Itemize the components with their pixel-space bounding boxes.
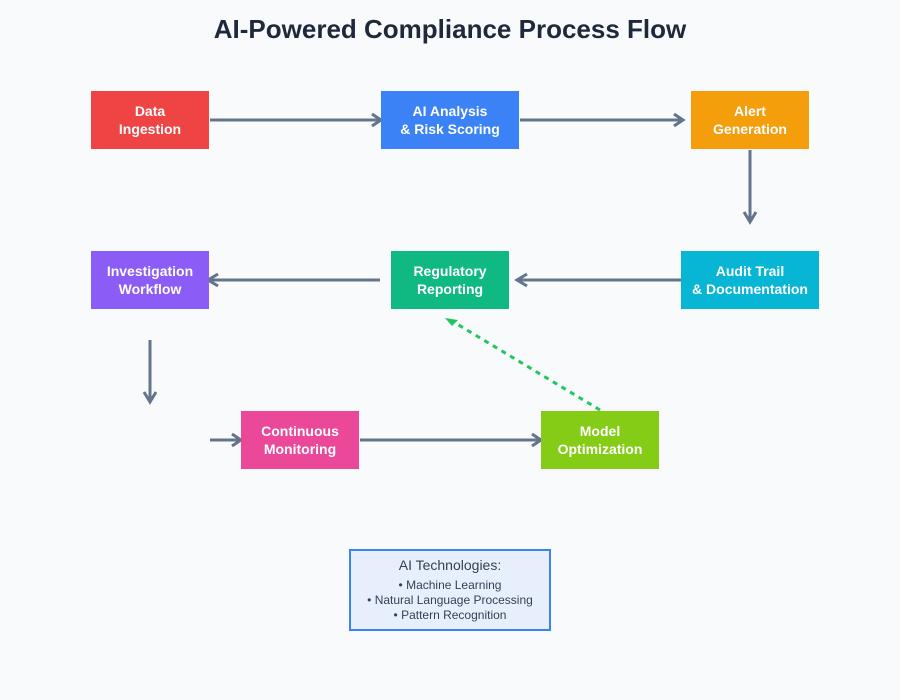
arrow-ai-analysis-to-alert-generation [520,112,686,128]
node-label-line1: Continuous [261,423,339,439]
node-label-line1: AI Analysis [412,103,488,119]
node-audit-trail[interactable]: Audit Trail & Documentation [681,251,819,309]
legend-item: • Pattern Recognition [393,608,507,622]
node-investigation-workflow[interactable]: Investigation Workflow [91,251,209,309]
arrow-investigation-workflow-down [142,340,158,405]
node-label-line1: Data [134,103,166,119]
node-ai-analysis[interactable]: AI Analysis & Risk Scoring [381,91,519,149]
node-label-line2: Ingestion [118,121,182,137]
node-label-line2: & Documentation [692,281,808,297]
node-regulatory-reporting[interactable]: Regulatory Reporting [391,251,509,309]
node-continuous-monitoring[interactable]: Continuous Monitoring [241,411,359,469]
node-label-line2: Reporting [416,281,484,297]
feedback-arrow-model-optimization-to-regulatory-reporting [445,318,601,412]
legend-item: • Natural Language Processing [367,593,533,607]
node-label-line2: Monitoring [263,441,337,457]
node-label-line2: Workflow [118,281,182,297]
ai-technologies-legend: AI Technologies: • Machine Learning • Na… [349,549,551,631]
node-data-ingestion[interactable]: Data Ingestion [91,91,209,149]
node-label-line2: & Risk Scoring [400,121,500,137]
node-label-line1: Audit Trail [715,263,785,279]
node-label-line1: Regulatory [413,263,487,279]
arrow-into-continuous-monitoring [210,432,244,448]
arrow-continuous-monitoring-to-model-optimization [360,432,544,448]
node-label-line1: Model [579,423,621,439]
arrow-alert-generation-to-audit-trail [742,150,758,225]
diagram-title: AI-Powered Compliance Process Flow [213,14,687,44]
node-label-line2: Generation [713,121,787,137]
node-alert-generation[interactable]: Alert Generation [691,91,809,149]
node-label-line1: Investigation [106,263,194,279]
node-label-line2: Optimization [557,441,643,457]
node-model-optimization[interactable]: Model Optimization [541,411,659,469]
arrow-regulatory-reporting-to-investigation-workflow [205,272,380,288]
legend-list: • Machine Learning • Natural Language Pr… [351,578,549,623]
legend-title: AI Technologies: [398,557,502,573]
arrow-data-ingestion-to-ai-analysis [210,112,384,128]
node-label-line1: Alert [734,103,766,119]
legend-item: • Machine Learning [398,578,502,592]
